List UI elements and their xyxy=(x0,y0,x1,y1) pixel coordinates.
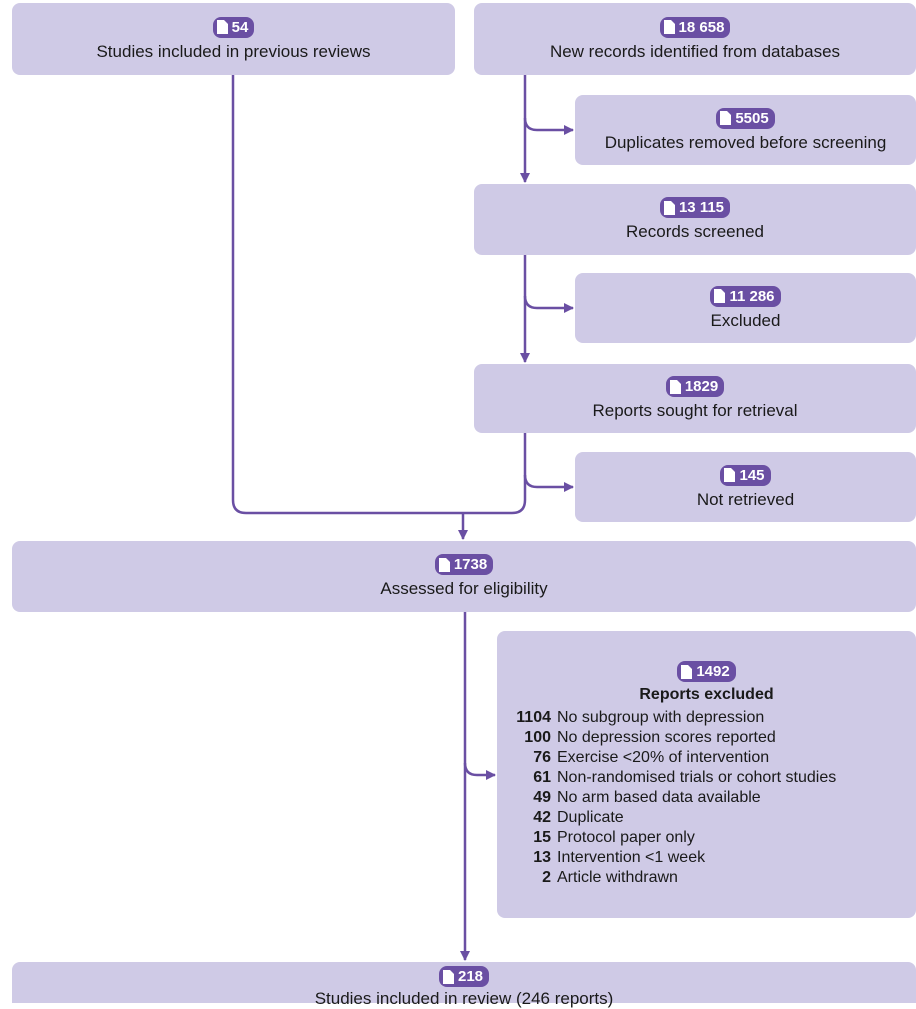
reason-text: No subgroup with depression xyxy=(557,709,765,726)
count-badge: 54 xyxy=(212,16,255,38)
reason-count: 76 xyxy=(533,749,551,766)
document-icon xyxy=(216,20,228,34)
exclusion-reason: 2 Article withdrawn xyxy=(509,868,916,888)
count-badge: 1738 xyxy=(434,554,494,575)
count-badge: 1829 xyxy=(665,376,725,397)
reason-text: No arm based data available xyxy=(557,789,761,806)
count-value: 218 xyxy=(457,968,484,985)
reason-count: 1104 xyxy=(516,709,551,726)
reason-text: Exercise <20% of intervention xyxy=(557,749,770,766)
box-studies-included: 218 Studies included in review (246 repo… xyxy=(12,962,916,1008)
reason-text: Duplicate xyxy=(557,809,624,826)
exclusion-reason: 1104 No subgroup with depression xyxy=(509,708,916,728)
reason-text: Intervention <1 week xyxy=(557,849,706,866)
exclusion-reason: 100 No depression scores reported xyxy=(509,728,916,748)
count-badge: 1492 xyxy=(677,661,736,682)
reason-text: Protocol paper only xyxy=(557,829,695,846)
count-badge: 11 286 xyxy=(710,285,781,307)
count-badge: 13 115 xyxy=(659,197,731,218)
arrow-to-not-retrieved xyxy=(523,474,574,492)
count-value: 1829 xyxy=(684,378,719,395)
box-records-identified: 18 658 New records identified from datab… xyxy=(474,3,916,75)
reason-count: 2 xyxy=(542,869,551,886)
box-records-screened: 13 115 Records screened xyxy=(474,184,916,255)
document-icon xyxy=(714,289,726,303)
document-icon xyxy=(442,969,454,984)
reason-count: 100 xyxy=(524,729,551,746)
exclusion-reason: 49 No arm based data available xyxy=(509,788,916,808)
document-icon xyxy=(663,20,675,34)
box-label: Excluded xyxy=(710,310,781,330)
reason-text: Non-randomised trials or cohort studies xyxy=(557,769,837,786)
box-excluded: 11 286 Excluded xyxy=(575,273,916,343)
document-icon xyxy=(724,468,736,482)
box-previous-reviews: 54 Studies included in previous reviews xyxy=(12,3,455,75)
box-not-retrieved: 145 Not retrieved xyxy=(575,452,916,522)
count-badge: 145 xyxy=(720,464,771,486)
document-icon xyxy=(681,664,693,679)
count-value: 18 658 xyxy=(678,18,725,36)
box-label: Studies included in review (246 reports) xyxy=(314,989,614,1008)
box-reports-excluded: 1492 Reports excluded 1104 No subgroup wi… xyxy=(497,631,916,918)
connector-sought-to-eligibility xyxy=(463,433,527,515)
document-icon xyxy=(669,379,681,394)
reason-count: 61 xyxy=(533,769,551,786)
count-badge: 18 658 xyxy=(659,16,731,38)
exclusion-reason: 42 Duplicate xyxy=(509,808,916,828)
reason-text: No depression scores reported xyxy=(557,729,776,746)
box-label: Duplicates removed before screening xyxy=(604,132,887,152)
box-label: New records identified from databases xyxy=(549,41,841,61)
box-assessed-eligibility: 1738 Assessed for eligibility xyxy=(12,541,916,612)
reason-count: 13 xyxy=(533,849,551,866)
reason-text: Article withdrawn xyxy=(557,869,678,886)
box-label: Records screened xyxy=(626,222,764,241)
reports-excluded-title: Reports excluded xyxy=(639,686,774,703)
count-value: 54 xyxy=(231,18,249,36)
box-duplicates-removed: 5505 Duplicates removed before screening xyxy=(575,95,916,165)
count-value: 1738 xyxy=(453,556,488,573)
count-badge: 5505 xyxy=(716,107,775,129)
box-label: Reports sought for retrieval xyxy=(592,401,798,420)
box-reports-sought: 1829 Reports sought for retrieval xyxy=(474,364,916,433)
reason-count: 15 xyxy=(533,829,551,846)
exclusion-reasons-list: 1104 No subgroup with depression 100 No de… xyxy=(497,708,916,888)
count-badge: 218 xyxy=(438,966,490,987)
count-value: 11 286 xyxy=(729,287,775,305)
exclusion-reason: 15 Protocol paper only xyxy=(509,828,916,848)
count-value: 1492 xyxy=(696,663,730,680)
count-value: 145 xyxy=(739,466,765,484)
exclusion-reason: 13 Intervention <1 week xyxy=(509,848,916,868)
document-icon xyxy=(720,111,732,125)
exclusion-reason: 76 Exercise <20% of intervention xyxy=(509,748,916,768)
box-label: Studies included in previous reviews xyxy=(96,41,371,61)
count-value: 13 115 xyxy=(678,199,725,216)
arrow-to-duplicates xyxy=(523,117,574,135)
connector-previous-to-eligibility xyxy=(231,75,463,515)
count-value: 5505 xyxy=(735,109,769,127)
reason-count: 49 xyxy=(533,789,551,806)
reason-count: 42 xyxy=(533,809,551,826)
document-icon xyxy=(663,200,675,215)
box-label: Not retrieved xyxy=(696,489,795,509)
exclusion-reason: 61 Non-randomised trials or cohort studie… xyxy=(509,768,916,788)
document-icon xyxy=(438,557,450,572)
box-label: Assessed for eligibility xyxy=(380,579,548,598)
arrow-to-excluded xyxy=(523,295,574,313)
arrow-to-reports-excluded xyxy=(463,762,496,780)
